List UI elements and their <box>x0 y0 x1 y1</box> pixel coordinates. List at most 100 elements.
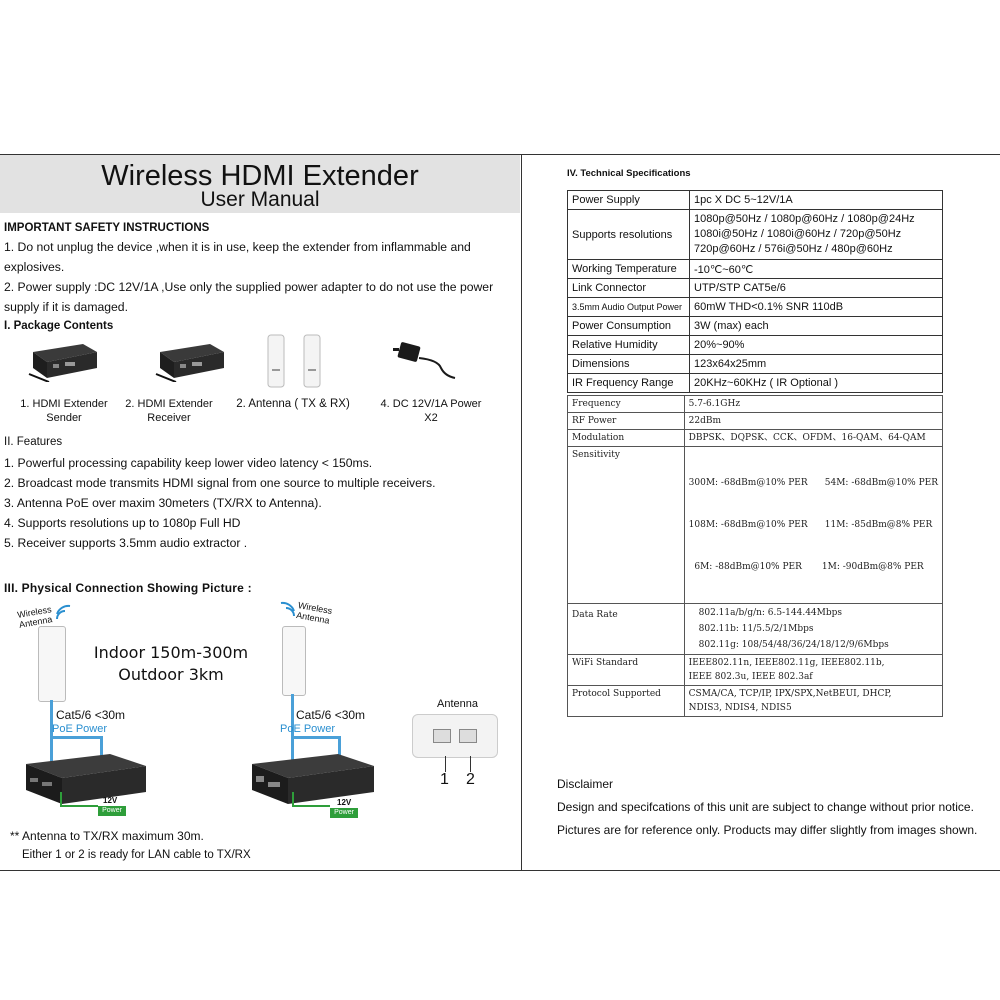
disclaimer-line-1: Design and specifcations of this unit ar… <box>557 800 974 814</box>
rf-spec-value: CSMA/CA, TCP/IP, IPX/SPX,NetBEUI, DHCP, … <box>683 685 944 717</box>
lan-port-1-icon <box>433 729 451 743</box>
spec-key: 3.5mm Audio Output Power <box>567 297 690 317</box>
power-wire-right <box>292 792 294 806</box>
spec-value: 60mW THD<0.1% SNR 110dB <box>689 297 943 317</box>
top-border <box>0 154 1000 155</box>
spec-value: 1080p@50Hz / 1080p@60Hz / 1080p@24Hz 108… <box>689 209 943 260</box>
caption-line: 4. DC 12V/1A Power <box>380 398 482 410</box>
wireless-antenna-label-right: Wireless Antenna <box>296 600 333 626</box>
rf-spec-table: Frequency 5.7-6.1GHz RF Power 22dBm Modu… <box>567 395 944 717</box>
spec-row: IR Frequency Range 20KHz~60KHz ( IR Opti… <box>567 373 943 393</box>
spec-key: Supports resolutions <box>567 209 690 260</box>
spec-row: Link Connector UTP/STP CAT5e/6 <box>567 278 943 298</box>
bottom-border <box>0 870 1000 871</box>
spec-key: Power Consumption <box>567 316 690 336</box>
lan-port-2-icon <box>459 729 477 743</box>
feature-item: 5. Receiver supports 3.5mm audio extract… <box>4 536 248 550</box>
antenna-ports-image <box>412 714 498 758</box>
caption-line: Receiver <box>147 412 191 424</box>
rf-spec-value-line: 802.11b: 11/5.5/2/1Mbps <box>698 624 814 634</box>
cable-label-left: Cat5/6 <30m <box>56 708 126 722</box>
specs-heading: IV. Technical Specifications <box>567 168 691 179</box>
caption-line: 2. HDMI Extender <box>125 398 213 410</box>
spec-value: 20KHz~60KHz ( IR Optional ) <box>689 373 943 393</box>
rf-spec-value-line: 300M: -68dBm@10% PER 54M: -68dBm@10% PER <box>688 478 938 488</box>
safety-line: explosives. <box>4 260 65 274</box>
power-tag-right: Power <box>330 808 358 818</box>
cable-line-left-v <box>100 736 103 764</box>
spec-value-line: 1080p@50Hz / 1080p@60Hz / 1080p@24Hz <box>694 213 915 225</box>
rf-spec-key: RF Power <box>567 412 685 430</box>
connection-heading: III. Physical Connection Showing Picture… <box>4 581 252 595</box>
port-2-leader <box>470 756 471 772</box>
package-caption-sender: 1. HDMI Extender Sender <box>15 397 113 425</box>
spec-row: Power Supply 1pc X DC 5~12V/1A <box>567 190 943 210</box>
rf-spec-key: Protocol Supported <box>567 685 685 717</box>
spec-row: 3.5mm Audio Output Power 60mW THD<0.1% S… <box>567 297 943 317</box>
rf-spec-value-line: 802.11g: 108/54/48/36/24/18/12/9/6Mbps <box>698 640 889 650</box>
rf-spec-value-line: NDIS3, NDIS4, NDIS5 <box>688 703 792 713</box>
manual-title: Wireless HDMI Extender <box>101 160 419 192</box>
cable-label-right: Cat5/6 <30m <box>296 708 366 722</box>
power-tag-left: Power <box>98 806 126 816</box>
poe-label-left: PoE Power <box>52 723 108 735</box>
sender-device-image <box>26 754 146 804</box>
rf-spec-value: DBPSK、DQPSK、CCK、OFDM、16-QAM、64-QAM <box>683 429 944 447</box>
rf-spec-row: Protocol Supported CSMA/CA, TCP/IP, IPX/… <box>567 685 944 717</box>
feature-item: 1. Powerful processing capability keep l… <box>4 456 373 470</box>
wifi-signal-icon <box>280 601 295 617</box>
rf-spec-row: WiFi Standard IEEE802.11n, IEEE802.11g, … <box>567 654 944 686</box>
center-divider <box>521 154 522 871</box>
rf-spec-key: Sensitivity <box>567 446 685 604</box>
rf-spec-key: WiFi Standard <box>567 654 685 686</box>
spec-key: Dimensions <box>567 354 690 374</box>
safety-heading: IMPORTANT SAFETY INSTRUCTIONS <box>4 222 210 234</box>
rf-spec-value: 22dBm <box>683 412 944 430</box>
spec-row: Dimensions 123x64x25mm <box>567 354 943 374</box>
hdmi-receiver-image <box>155 344 224 382</box>
rf-spec-row: Data Rate 802.11a/b/g/n: 6.5-144.44Mbps … <box>567 603 944 655</box>
rf-spec-value-line: CSMA/CA, TCP/IP, IPX/SPX,NetBEUI, DHCP, <box>688 689 892 699</box>
title-banner <box>0 155 520 213</box>
caption-line: Sender <box>46 412 82 424</box>
spec-row: Power Consumption 3W (max) each <box>567 316 943 336</box>
port-1-label: 1 <box>440 771 449 788</box>
spec-key: Working Temperature <box>567 259 690 279</box>
antenna-unit-left <box>38 626 66 702</box>
rf-spec-key: Modulation <box>567 429 685 447</box>
package-caption-power: 4. DC 12V/1A Power X2 <box>375 397 487 425</box>
antenna-pair-image <box>267 334 321 388</box>
spec-row: Working Temperature -10℃~60℃ <box>567 259 943 279</box>
rf-spec-row: Frequency 5.7-6.1GHz <box>567 395 944 413</box>
spec-value: UTP/STP CAT5e/6 <box>689 278 943 298</box>
power-wire-right-h <box>292 805 330 807</box>
spec-key: Link Connector <box>567 278 690 298</box>
power-wire-left-h <box>60 805 98 807</box>
poe-label-right: PoE Power <box>280 723 336 735</box>
cable-line-left-h <box>50 736 102 739</box>
power-adapter-image <box>393 342 456 379</box>
spec-value: 1pc X DC 5~12V/1A <box>689 190 943 210</box>
package-caption-antenna: 2. Antenna ( TX & RX) <box>228 397 358 411</box>
spec-row: Supports resolutions 1080p@50Hz / 1080p@… <box>567 209 943 260</box>
rf-spec-row: Sensitivity 300M: -68dBm@10% PER 54M: -6… <box>567 446 944 604</box>
spec-row: Relative Humidity 20%~90% <box>567 335 943 355</box>
spec-value: 123x64x25mm <box>689 354 943 374</box>
cable-line-right <box>291 694 294 764</box>
antenna-unit-right <box>282 626 306 696</box>
rf-spec-value: IEEE802.11n, IEEE802.11g, IEEE802.11b, I… <box>683 654 944 686</box>
outdoor-range: Outdoor 3km <box>118 665 224 684</box>
cable-line-right-v <box>338 736 341 764</box>
caption-line: 2. Antenna ( TX & RX) <box>236 398 350 410</box>
rf-spec-value-line: IEEE802.11n, IEEE802.11g, IEEE802.11b, <box>688 658 885 668</box>
connection-note-2: Either 1 or 2 is ready for LAN cable to … <box>22 849 251 861</box>
spec-value: 20%~90% <box>689 335 943 355</box>
features-list: 1. Powerful processing capability keep l… <box>4 453 519 553</box>
safety-line: 1. Do not unplug the device ,when it is … <box>4 240 471 254</box>
rf-spec-value-line: 802.11a/b/g/n: 6.5-144.44Mbps <box>698 608 843 618</box>
port-2-label: 2 <box>466 771 475 788</box>
power-12v-right: 12V <box>337 798 352 807</box>
caption-line: X2 <box>424 412 438 424</box>
package-caption-receiver: 2. HDMI Extender Receiver <box>120 397 218 425</box>
disclaimer-heading: Disclaimer <box>557 777 614 791</box>
